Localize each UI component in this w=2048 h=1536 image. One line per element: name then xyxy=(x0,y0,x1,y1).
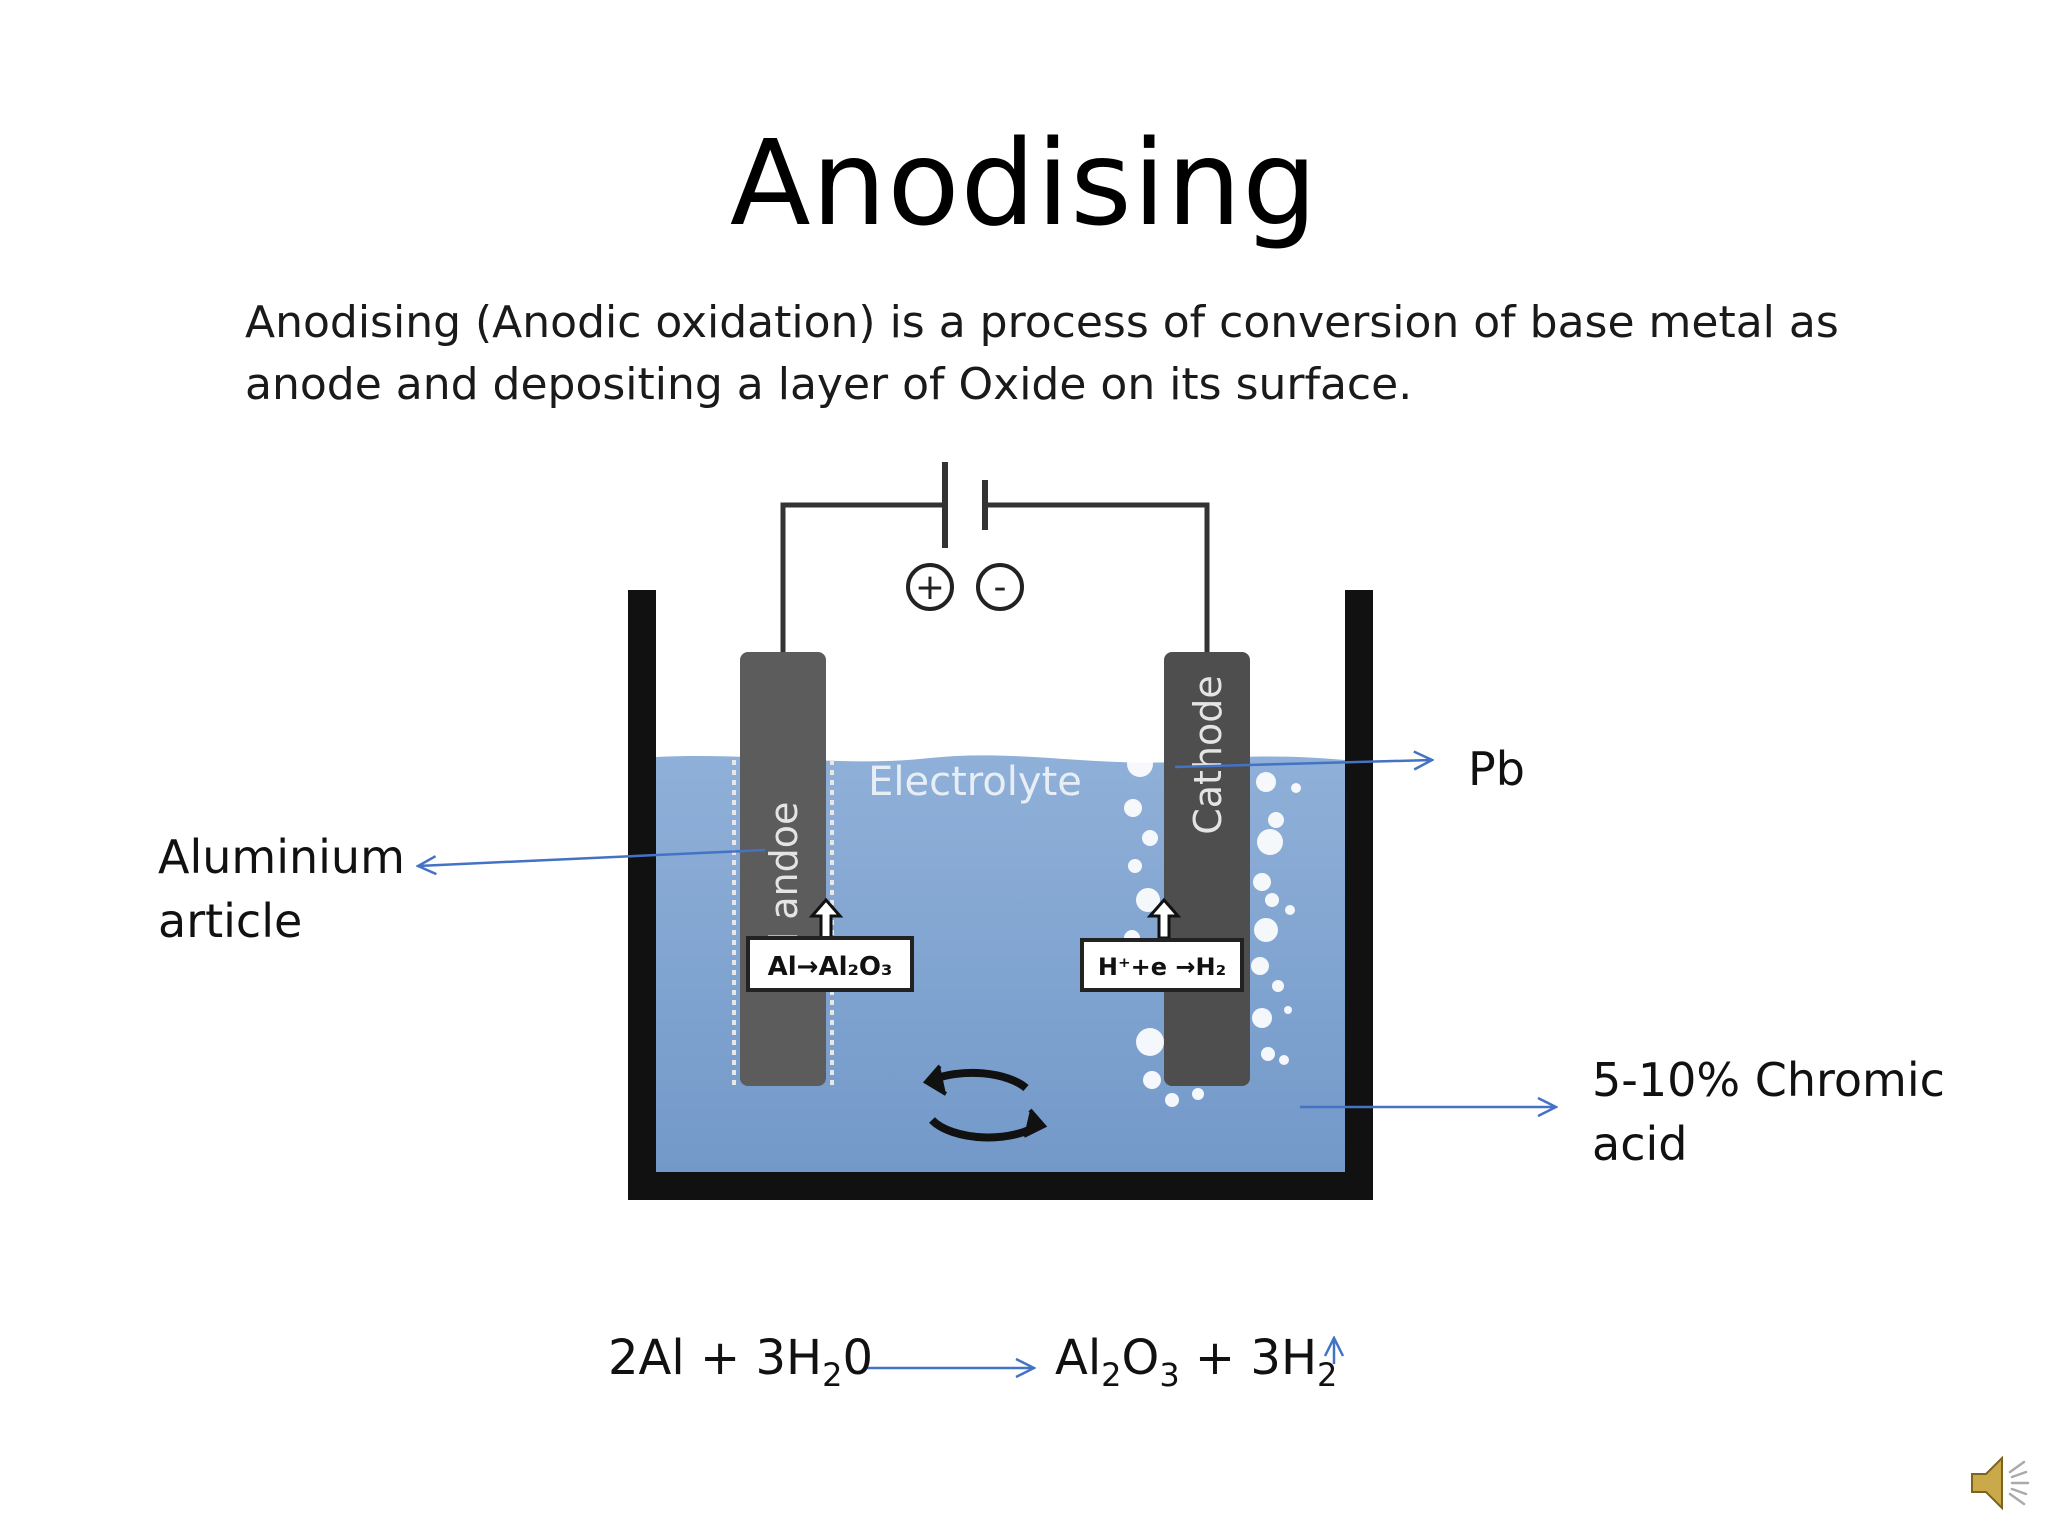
aluminium-article-label: Aluminium article xyxy=(158,825,405,953)
alumina-al: Al xyxy=(1055,1330,1102,1386)
pb-label: Pb xyxy=(1468,742,1525,796)
intro-paragraph: Anodising (Anodic oxidation) is a proces… xyxy=(245,292,1839,416)
plus-terminal-icon: + xyxy=(906,563,954,611)
alumina-subscript-1: 2 xyxy=(1101,1356,1122,1394)
reactants-tail: 0 xyxy=(842,1330,873,1386)
cathode-reaction-box: H⁺+e →H₂ xyxy=(1080,897,1244,992)
slide-title: Anodising xyxy=(729,114,1319,252)
cathode-label: Cathode xyxy=(1186,675,1230,835)
anode-reaction-box: Al→Al₂O₃ xyxy=(746,897,914,992)
acid-label-line-2: acid xyxy=(1592,1117,1688,1171)
aluminium-callout-arrow xyxy=(418,848,766,866)
aluminium-anode: Al andoe xyxy=(732,652,834,1086)
svg-text:+: + xyxy=(915,567,945,608)
chromic-acid-label: 5-10% Chromic acid xyxy=(1592,1048,1945,1176)
anode-reaction: Al→Al₂O₃ xyxy=(768,952,893,982)
water-subscript: 2 xyxy=(822,1356,843,1394)
circuit-wire xyxy=(780,502,1210,655)
equation-products: Al2O3 + 3H2 xyxy=(1055,1328,1337,1391)
aluminium-label-line-2: article xyxy=(158,894,303,948)
intro-line-1: Anodising (Anodic oxidation) is a proces… xyxy=(245,297,1839,348)
circulation-icon xyxy=(922,1064,1048,1142)
cathode-reaction: H⁺+e →H₂ xyxy=(1098,953,1226,981)
battery-icon xyxy=(942,462,988,548)
hydrogen-subscript: 2 xyxy=(1317,1356,1338,1394)
speaker-icon[interactable] xyxy=(1966,1448,2036,1518)
reactants-text: 2Al + 3H xyxy=(608,1330,823,1386)
hydrogen-text: + 3H xyxy=(1179,1330,1318,1386)
acid-label-line-1: 5-10% Chromic xyxy=(1592,1053,1945,1107)
intro-line-2: anode and depositing a layer of Oxide on… xyxy=(245,359,1413,410)
tank xyxy=(628,590,1373,1200)
hydrogen-bubbles xyxy=(1124,751,1301,1107)
alumina-o: O xyxy=(1121,1330,1160,1386)
svg-text:-: - xyxy=(994,567,1007,608)
alumina-subscript-2: 3 xyxy=(1159,1356,1180,1394)
equation-reactants: 2Al + 3H20 xyxy=(608,1328,873,1391)
minus-terminal-icon: - xyxy=(976,563,1024,611)
pb-callout-arrow xyxy=(1174,760,1432,767)
lead-cathode: Cathode xyxy=(1164,652,1250,1086)
electrolyte-label: Electrolyte xyxy=(868,759,1082,805)
aluminium-label-line-1: Aluminium xyxy=(158,830,405,884)
